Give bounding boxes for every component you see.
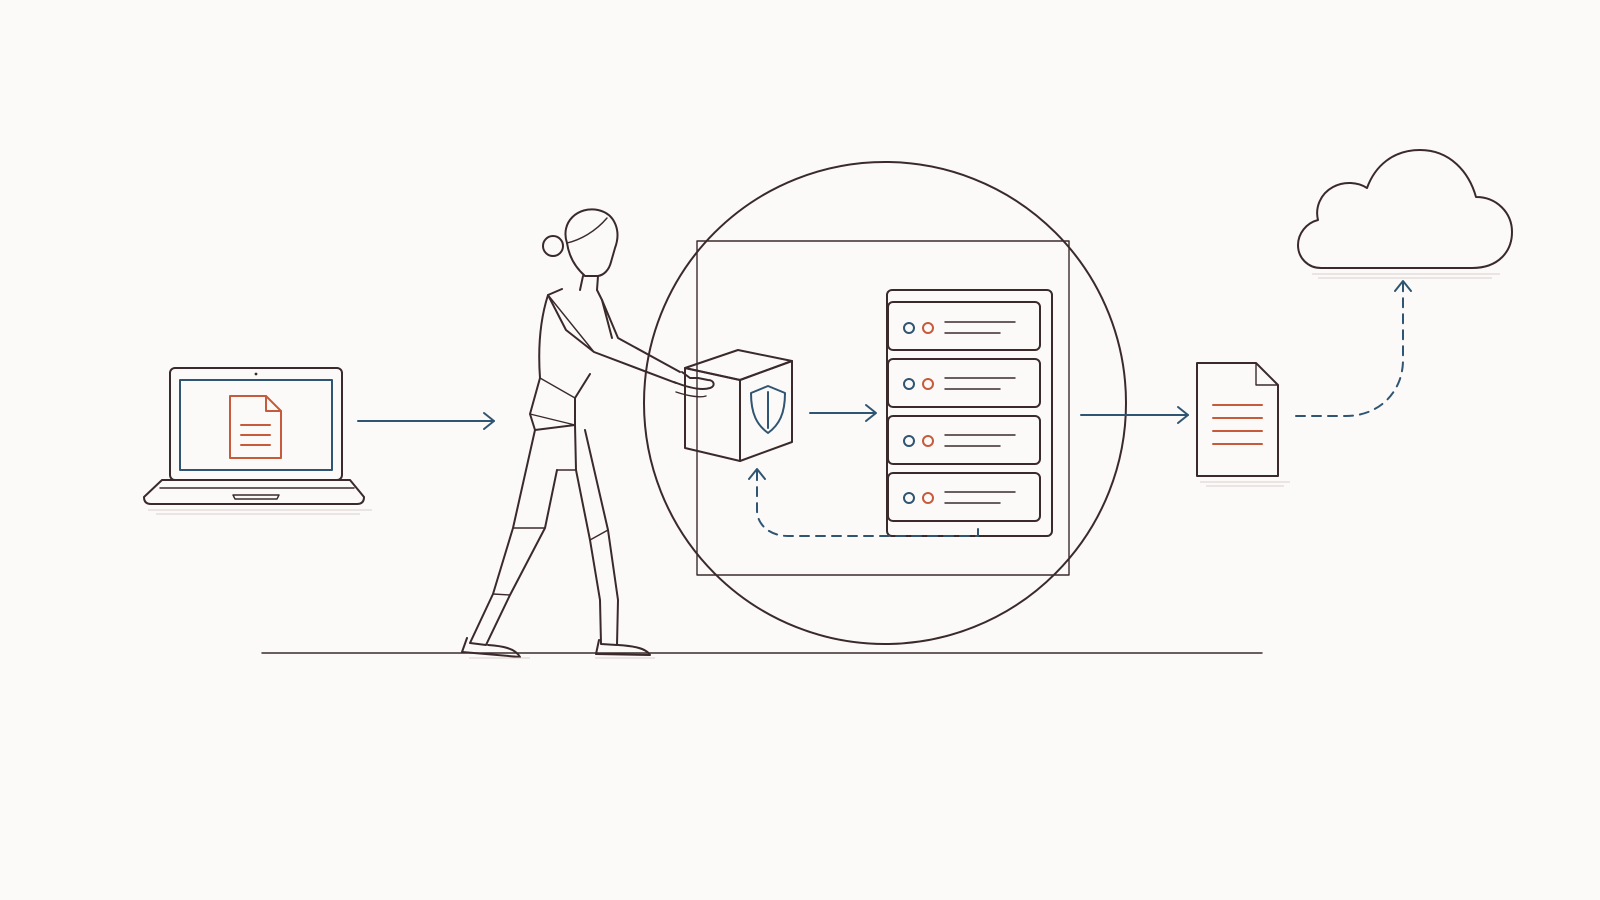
- server-unit: [887, 358, 1041, 408]
- processing-circle: [643, 161, 1127, 645]
- processing-frame: [696, 240, 1070, 576]
- server-unit: [887, 415, 1041, 465]
- server-unit: [887, 472, 1041, 522]
- arrow-to-cloud: [1295, 280, 1412, 417]
- arrow-upload: [357, 412, 495, 430]
- box-icon: [684, 349, 793, 462]
- arrow-to-servers: [809, 404, 877, 422]
- person-icon: [461, 208, 715, 659]
- shield-icon: [750, 385, 786, 434]
- cloud-icon: [1297, 149, 1513, 279]
- arrow-feedback: [748, 468, 979, 537]
- server-rack-icon: [886, 289, 1053, 537]
- arrow-output: [1080, 406, 1189, 424]
- server-unit: [887, 301, 1041, 351]
- document-icon: [229, 395, 282, 459]
- output-document-icon: [1196, 362, 1290, 487]
- laptop-icon: [143, 367, 372, 515]
